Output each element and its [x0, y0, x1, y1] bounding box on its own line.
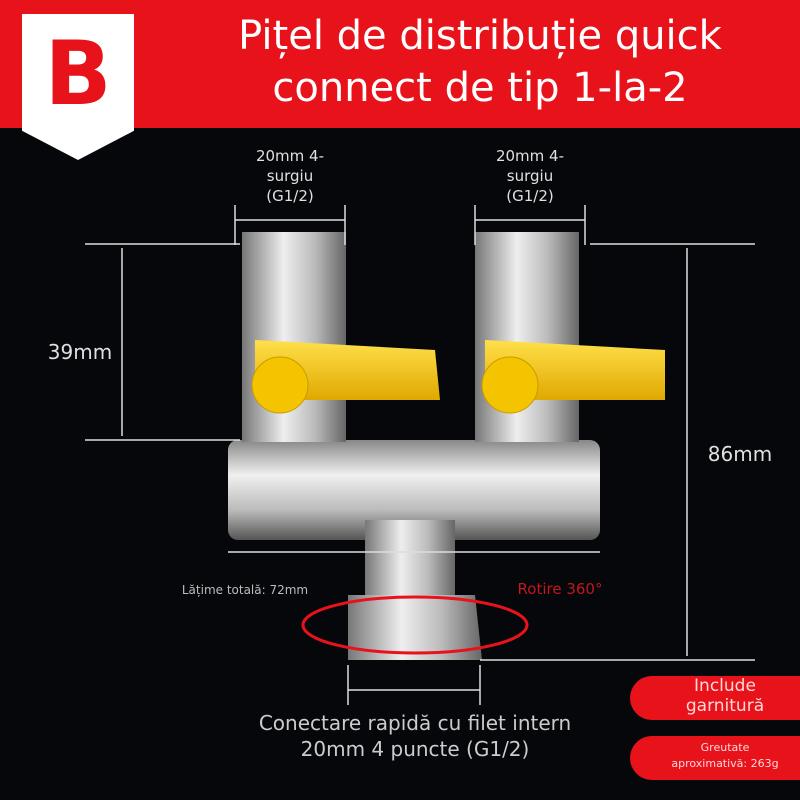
rotation-arrow-icon: [301, 595, 529, 655]
label-line: 20mm 4-: [495, 147, 565, 165]
rotation-label: Rotire 360°: [517, 580, 603, 598]
badge-line: garnitură: [685, 696, 765, 716]
badge-letter: B: [44, 22, 112, 125]
left-outlet: [242, 232, 346, 442]
left-outlet-label: 20mm 4-surgiu (G1/2): [255, 147, 325, 205]
badge-line: Include: [694, 676, 756, 696]
caption-line: Conectare rapidă cu filet intern: [258, 711, 572, 735]
label-line: (G1/2): [506, 187, 554, 205]
badge-line: Greutate: [700, 741, 750, 754]
hex-nut: [348, 595, 482, 660]
right-outlet: [475, 232, 579, 442]
badge-line: aproximativă: 263g: [671, 757, 779, 770]
caption-line: 20mm 4 puncte (G1/2): [300, 737, 530, 761]
dimension-lines: [85, 205, 755, 705]
total-width-label: Lățime totală: 72mm: [181, 583, 309, 597]
right-handle-knob: [481, 356, 539, 414]
weight-badge: Greutate aproximativă: 263g: [630, 736, 800, 780]
title-line: Pițel de distribuție quick: [238, 13, 722, 59]
label-line: surgiu: [506, 167, 554, 185]
left-handle-knob: [251, 356, 309, 414]
inlet-neck: [365, 520, 455, 600]
manifold-body: [228, 440, 600, 540]
valve-height-label: 39mm: [47, 340, 113, 364]
right-outlet-label: 20mm 4- surgiu (G1/2): [465, 146, 595, 206]
total-height-label: 86mm: [707, 442, 773, 466]
title-line: connect de tip 1-la-2: [272, 65, 688, 111]
variant-badge: B: [22, 14, 134, 160]
title: Pițel de distribuție quick connect de ti…: [160, 10, 800, 114]
